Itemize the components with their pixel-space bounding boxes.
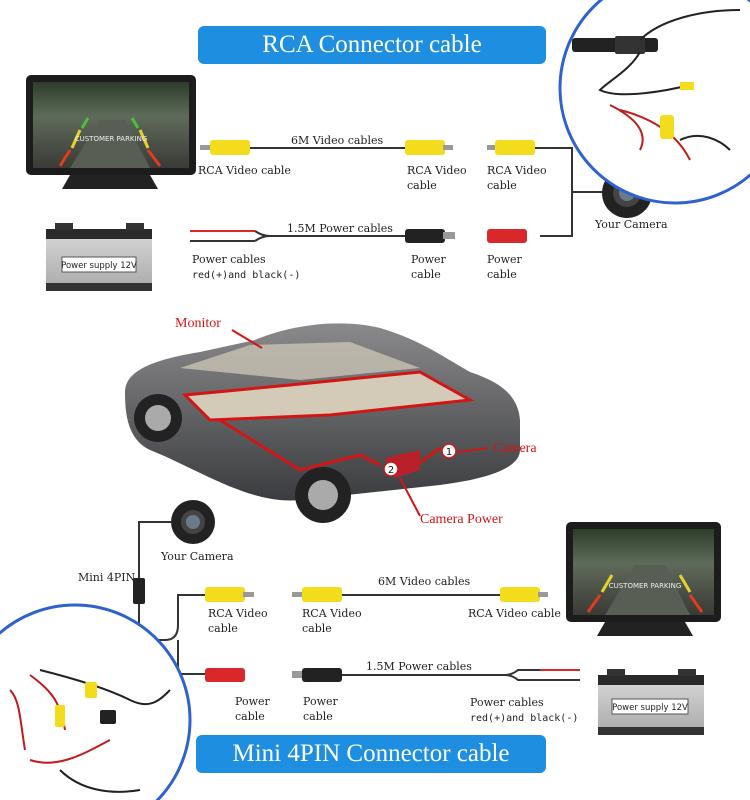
bottom-video-cable-length: 6M Video cables (378, 575, 471, 588)
bottom-your-camera-label: Your Camera (161, 550, 234, 563)
top-your-camera-label: Your Camera (595, 218, 668, 231)
bottom-power-cable-length: 1.5M Power cables (366, 660, 472, 673)
car-callout-lines (231, 329, 489, 517)
bottom-monitor (566, 522, 721, 636)
bottom-rca-video-cable-mid-label: RCA Video cable (302, 607, 362, 635)
top-monitor (26, 75, 196, 189)
top-rca-video-cable-label: RCA Video cable (198, 164, 291, 177)
bottom-power-cable (205, 668, 580, 682)
top-video-cable-length: 6M Video cables (291, 134, 384, 147)
bottom-battery (598, 669, 704, 735)
camera-callout: Camera (493, 441, 537, 456)
top-polarity-label: red(+)and black(-) (192, 270, 301, 281)
car-illustration (125, 323, 520, 523)
top-power-cable-mid-label: Power cable (411, 253, 446, 281)
bottom-battery-label: Power supply 12V (612, 703, 688, 713)
top-video-cable (200, 140, 604, 237)
bottom-polarity-label: red(+)and black(-) (470, 713, 579, 724)
top-power-cable-right-label: Power cable (487, 253, 522, 281)
top-battery-label: Power supply 12V (61, 261, 137, 271)
top-battery (46, 223, 152, 291)
top-power-cable (190, 229, 527, 243)
bottom-monitor-screen-text: CUSTOMER PARKING (609, 582, 682, 590)
top-monitor-screen-text: CUSTOMER PARKING (75, 135, 148, 143)
top-rca-video-cable-mid-label: RCA Video cable (407, 164, 467, 192)
monitor-callout: Monitor (175, 316, 221, 331)
top-power-cables-label: Power cables (192, 253, 266, 266)
bottom-video-cable (205, 587, 548, 602)
bottom-power-cables-label: Power cables (470, 696, 544, 709)
rca-title-banner: RCA Connector cable (198, 26, 546, 64)
mini-4pin-label: Mini 4PIN (78, 571, 136, 584)
camera-power-marker: 2 (388, 465, 394, 476)
bottom-camera (171, 500, 215, 544)
top-power-cable-length: 1.5M Power cables (287, 222, 393, 235)
bottom-power-cable-mid-label: Power cable (303, 695, 338, 723)
mini4pin-title-banner: Mini 4PIN Connector cable (196, 735, 546, 773)
camera-power-callout: Camera Power (420, 512, 503, 527)
bottom-power-cable-left-label: Power cable (235, 695, 270, 723)
bottom-inset (0, 603, 192, 800)
top-inset (558, 0, 750, 205)
top-rca-video-cable-right-label: RCA Video cable (487, 164, 547, 192)
bottom-rca-video-cable-right-label: RCA Video cable (468, 607, 561, 620)
camera-marker: 1 (446, 447, 452, 458)
bottom-rca-video-cable-left-label: RCA Video cable (208, 607, 268, 635)
